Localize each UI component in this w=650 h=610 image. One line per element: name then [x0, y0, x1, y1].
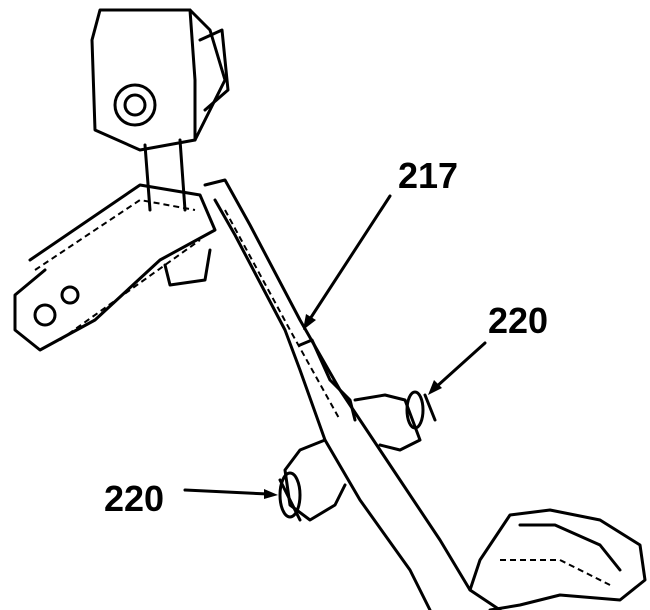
bushing-left	[278, 438, 347, 522]
leader-220-left	[183, 488, 270, 496]
leader-217	[306, 194, 392, 324]
label-217: 217	[398, 155, 459, 196]
bushing-right	[353, 390, 437, 452]
mount-bracket	[13, 8, 230, 352]
label-220-left: 220	[104, 478, 165, 519]
pedal-arm	[203, 178, 502, 610]
leader-220-right	[433, 341, 487, 390]
pedal-pad	[468, 508, 647, 610]
label-220-right: 220	[488, 300, 549, 341]
leader-lines	[183, 194, 487, 499]
